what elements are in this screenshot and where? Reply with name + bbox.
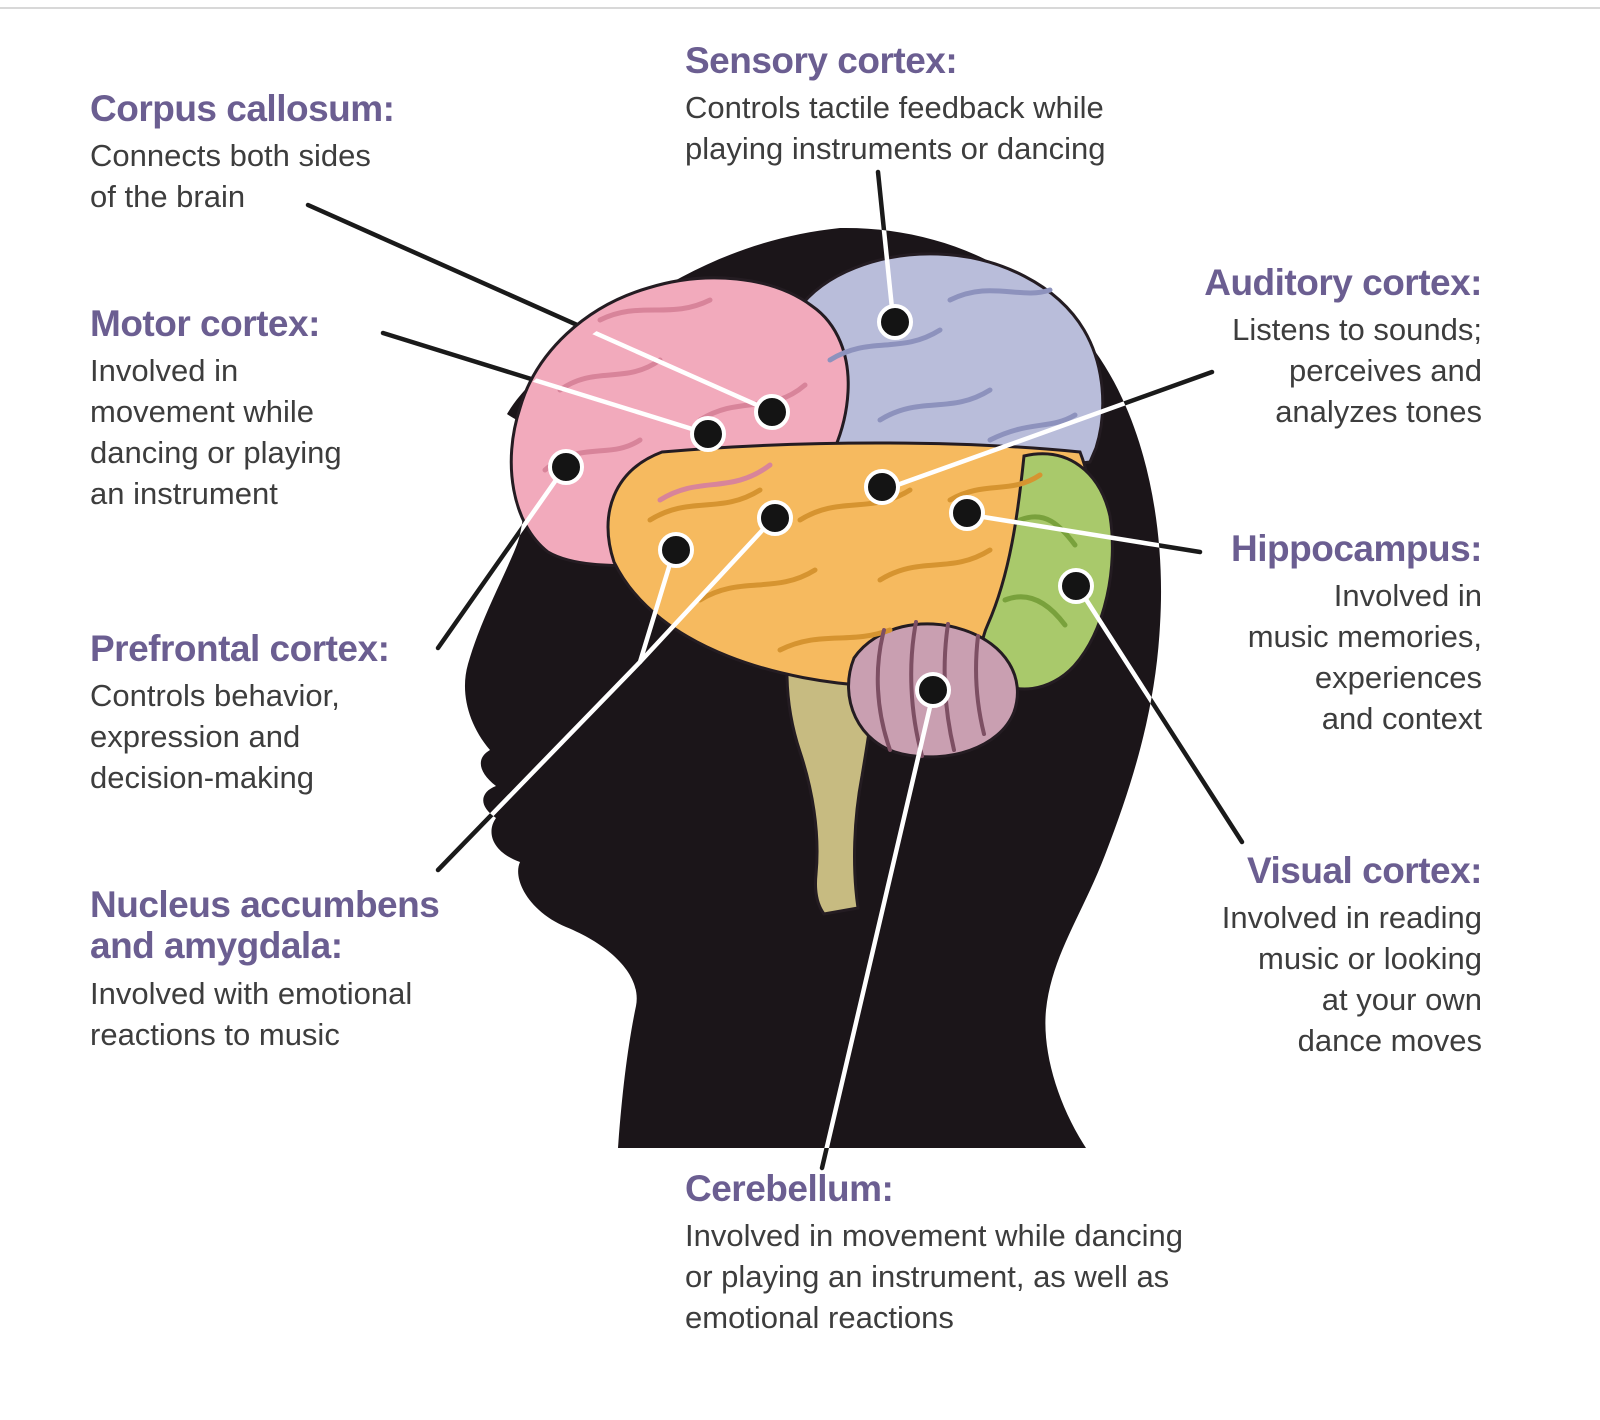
nucleus-amygdala-title: Nucleus accumbens and amygdala: — [90, 884, 440, 967]
prefrontal-cortex-description: Controls behavior, expression and decisi… — [90, 678, 340, 796]
label-auditory-cortex: Auditory cortex: Listens to sounds; perc… — [1204, 262, 1482, 433]
motor-cortex-dot — [690, 416, 726, 452]
visual-cortex-description: Involved in reading music or looking at … — [1221, 900, 1482, 1059]
auditory-cortex-description: Listens to sounds; perceives and analyze… — [1232, 312, 1482, 430]
label-hippocampus: Hippocampus: Involved in music memories,… — [1231, 528, 1482, 740]
marker-dots — [548, 304, 1094, 708]
corpus-callosum-dot — [754, 394, 790, 430]
label-prefrontal-cortex: Prefrontal cortex: Controls behavior, ex… — [90, 628, 390, 799]
visual-cortex-dot — [1058, 568, 1094, 604]
label-nucleus-accumbens-amygdala: Nucleus accumbens and amygdala: Involved… — [90, 884, 440, 1056]
corpus-callosum-description: Connects both sides of the brain — [90, 138, 371, 215]
nucleus-accumbens-dot — [658, 532, 694, 568]
visual-cortex-title: Visual cortex: — [1247, 850, 1482, 891]
motor-cortex-description: Involved in movement while dancing or pl… — [90, 353, 342, 512]
nucleus-amygdala-description: Involved with emotional reactions to mus… — [90, 975, 413, 1052]
top-divider — [0, 7, 1600, 9]
temporal-sulci — [647, 472, 1043, 653]
hippocampus-description: Involved in music memories, experiences … — [1247, 578, 1482, 737]
prefrontal-cortex-dot — [548, 449, 584, 485]
auditory-cortex-title: Auditory cortex: — [1204, 262, 1482, 303]
label-visual-cortex: Visual cortex: Involved in reading music… — [1221, 850, 1483, 1062]
prefrontal-cortex-title: Prefrontal cortex: — [90, 628, 390, 669]
sensory-cortex-description: Controls tactile feedback while playing … — [685, 90, 1106, 167]
sensory-cortex-title: Sensory cortex: — [685, 40, 958, 81]
label-corpus-callosum: Corpus callosum: Connects both sides of … — [90, 88, 395, 218]
occipital-sulci — [1002, 514, 1078, 628]
occipital-lobe-region — [980, 452, 1114, 691]
label-cerebellum: Cerebellum: Involved in movement while d… — [685, 1168, 1183, 1339]
parietal-sulci — [827, 287, 1078, 443]
label-sensory-cortex: Sensory cortex: Controls tactile feedbac… — [685, 40, 1105, 170]
brain-illustration — [509, 252, 1114, 916]
sensory-cortex-dot — [877, 304, 913, 340]
corpus-callosum-title: Corpus callosum: — [90, 88, 395, 129]
cerebellum-description: Involved in movement while dancing or pl… — [685, 1218, 1183, 1336]
amygdala-dot — [757, 500, 793, 536]
cerebellum-title: Cerebellum: — [685, 1168, 894, 1209]
motor-cortex-title: Motor cortex: — [90, 303, 320, 344]
cerebellum-dot — [915, 672, 951, 708]
auditory-cortex-dot — [864, 469, 900, 505]
hippocampus-title: Hippocampus: — [1231, 528, 1482, 569]
label-motor-cortex: Motor cortex: Involved in movement while… — [90, 303, 342, 515]
hippocampus-dot — [949, 495, 985, 531]
